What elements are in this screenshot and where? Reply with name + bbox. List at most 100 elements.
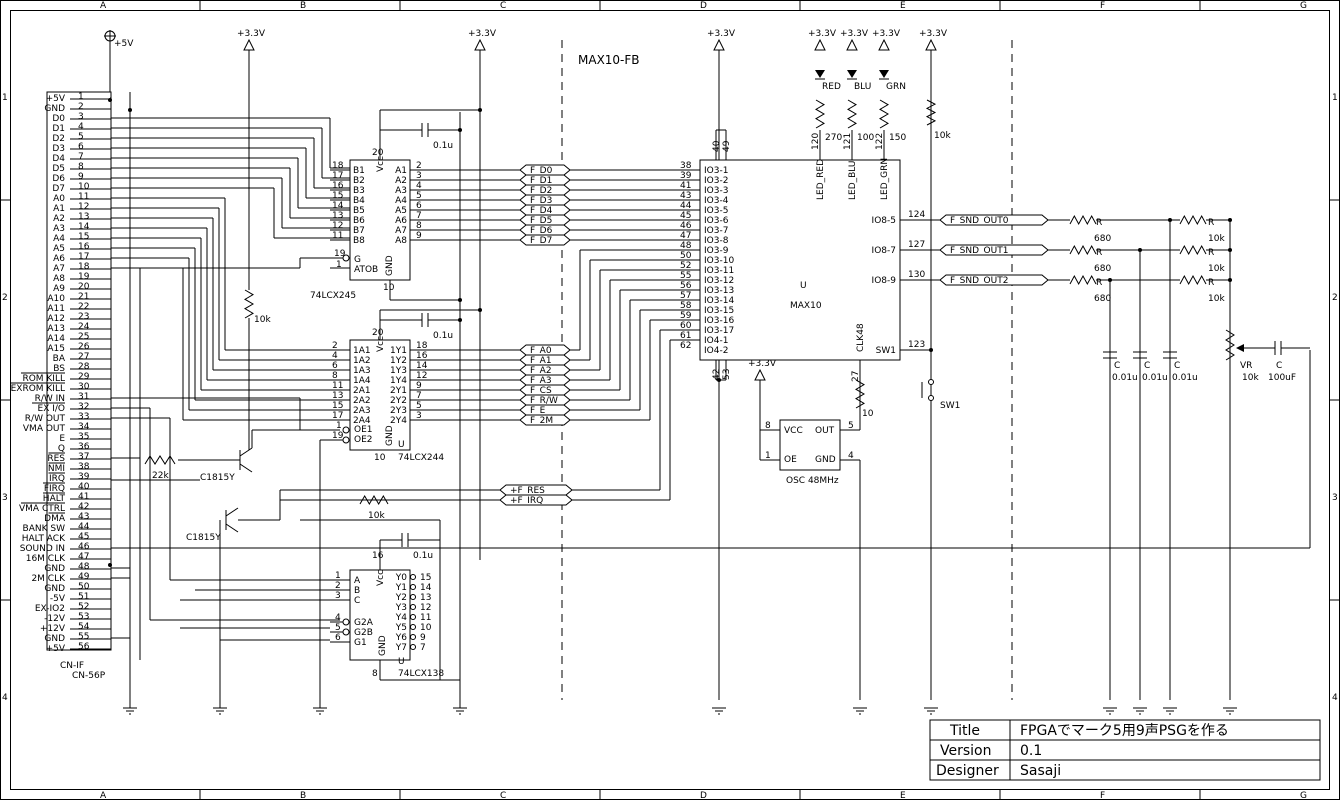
osc-vcc: VCC — [784, 426, 803, 436]
fpga-pin-num: 45 — [680, 211, 691, 221]
connector-pin-50: 50 — [78, 582, 90, 592]
net-label-text: F_D4 — [530, 206, 553, 216]
ic-pin-name: 2Y1 — [390, 386, 407, 396]
ic-pin-name: OE1 — [354, 425, 373, 435]
fpga-pin-name: IO3-16 — [704, 316, 734, 326]
connector-signal-25: A14 — [47, 334, 65, 344]
inverting-bubble — [342, 254, 350, 262]
transistor-emitter — [239, 463, 253, 473]
ic-gnd: GND — [385, 255, 395, 276]
power-label: +3.3V — [840, 29, 869, 39]
fpga-part: MAX10 — [790, 301, 822, 311]
net-label-text: F_A3 — [530, 376, 552, 386]
ic-pin-num: 9 — [416, 231, 422, 241]
net-label-text: F_D5 — [530, 216, 552, 226]
res-label: R — [1096, 218, 1102, 228]
ic-pin-name: A5 — [395, 206, 407, 216]
ic-pin-num: 8 — [372, 669, 378, 679]
led-icon — [879, 70, 889, 78]
resistor — [1069, 274, 1097, 286]
net-label-text: F_D3 — [530, 196, 552, 206]
osc-out: OUT — [815, 426, 835, 436]
connector-pin-9: 9 — [78, 172, 84, 182]
fpga-pin-name: LED_RED — [816, 159, 826, 200]
ic-pin-name: 1A3 — [353, 366, 371, 376]
net-label-text: F_D2 — [530, 186, 552, 196]
connector-signal-51: -5V — [50, 594, 66, 604]
ic-pin-name: G — [354, 255, 361, 265]
inverting-bubble — [410, 624, 416, 630]
ic-pin-num: 9 — [420, 633, 426, 643]
led-name: GRN — [886, 82, 906, 92]
connector-pin-37: 37 — [78, 452, 89, 462]
cap-label: C — [1114, 361, 1120, 371]
connector-signal-11: A0 — [53, 194, 65, 204]
grid-col-bottom: A — [100, 791, 107, 800]
ic-pin-num: 10 — [383, 283, 395, 293]
inverting-bubble — [342, 628, 350, 636]
ic-pin-name: 1Y1 — [390, 346, 407, 356]
connector-pin-20: 20 — [78, 282, 90, 292]
title-block: Title FPGAでマーク5用9声PSGを作る Version 0.1 Des… — [929, 719, 1321, 781]
transistor-label: C1815Y — [186, 533, 221, 543]
designer-label: Designer — [936, 763, 999, 779]
net-label-text: F_CS — [530, 386, 552, 396]
grid-row-right: 3 — [1332, 493, 1338, 503]
fpga-pin-num: 120 — [811, 133, 821, 150]
oscillator: VCC OUT OE GND 8 5 1 4 OSC 48MHz — [759, 360, 861, 486]
fpga-pin-name: IO3-15 — [704, 306, 734, 316]
connector-pin-17: 17 — [78, 252, 89, 262]
led-res-value: 270 — [825, 133, 842, 143]
fpga-pin-name: LED_GRN — [880, 158, 890, 200]
connector-signal-18: A7 — [53, 264, 65, 274]
u138-part: 74LCX138 — [398, 669, 444, 679]
junction-dot — [458, 318, 462, 322]
res-label: R — [1208, 278, 1214, 288]
ic-pin-num: 14 — [420, 583, 432, 593]
ic-pin-num: 12 — [332, 221, 343, 231]
ic-pin-num: 14 — [416, 361, 428, 371]
net-label-text: F_R/W — [530, 396, 558, 406]
resistor — [879, 99, 889, 129]
bus-wires — [108, 97, 1311, 660]
fpga-pin-num: 56 — [680, 281, 692, 291]
cap-label: C — [1174, 361, 1180, 371]
ic-pin-name: B8 — [353, 236, 365, 246]
net-label-text: F_D6 — [530, 226, 553, 236]
wiper-arrow — [1236, 344, 1244, 352]
ic-pin-name: 2A1 — [353, 386, 371, 396]
switch-label: SW1 — [940, 401, 960, 411]
grid-col-bottom: F — [1100, 791, 1105, 800]
ic-pin-num: 11 — [420, 613, 431, 623]
connector-signal-4: D1 — [52, 124, 65, 134]
power-label: +3.3V — [919, 29, 948, 39]
connector-signal-24: A13 — [47, 324, 65, 334]
power-label: +3.3V — [872, 29, 901, 39]
inverting-bubble — [342, 618, 350, 626]
inverting-bubble — [410, 644, 416, 650]
connector-pin-42: 42 — [78, 502, 89, 512]
ic-pin-name: 1A1 — [353, 346, 371, 356]
fpga-pin-num: 44 — [680, 201, 692, 211]
osc-pin-oe: 1 — [765, 451, 771, 461]
title-value: FPGAでマーク5用9声PSGを作る — [1020, 723, 1229, 739]
connector-pin-11: 11 — [78, 192, 89, 202]
net-label-text: F_SND_OUT2 — [950, 276, 1008, 286]
fpga-pin-name: IO3-9 — [704, 246, 729, 256]
grid-row-right: 2 — [1332, 293, 1338, 303]
net-label-text: F_D1 — [530, 176, 552, 186]
connector-pin-52: 52 — [78, 602, 89, 612]
fpga-pin-num: 39 — [680, 171, 692, 181]
grid-col-top: E — [900, 1, 906, 11]
connector-signal-26: A15 — [47, 344, 65, 354]
inner-frame — [10, 10, 1330, 790]
connector-signal-41: HALT — [43, 494, 66, 504]
ic-pin-num: 7 — [420, 643, 426, 653]
fpga-pin-name: CLK48 — [856, 323, 866, 352]
connector-signal-36: Q — [58, 444, 65, 454]
fpga-pin-name: SW1 — [876, 346, 896, 356]
